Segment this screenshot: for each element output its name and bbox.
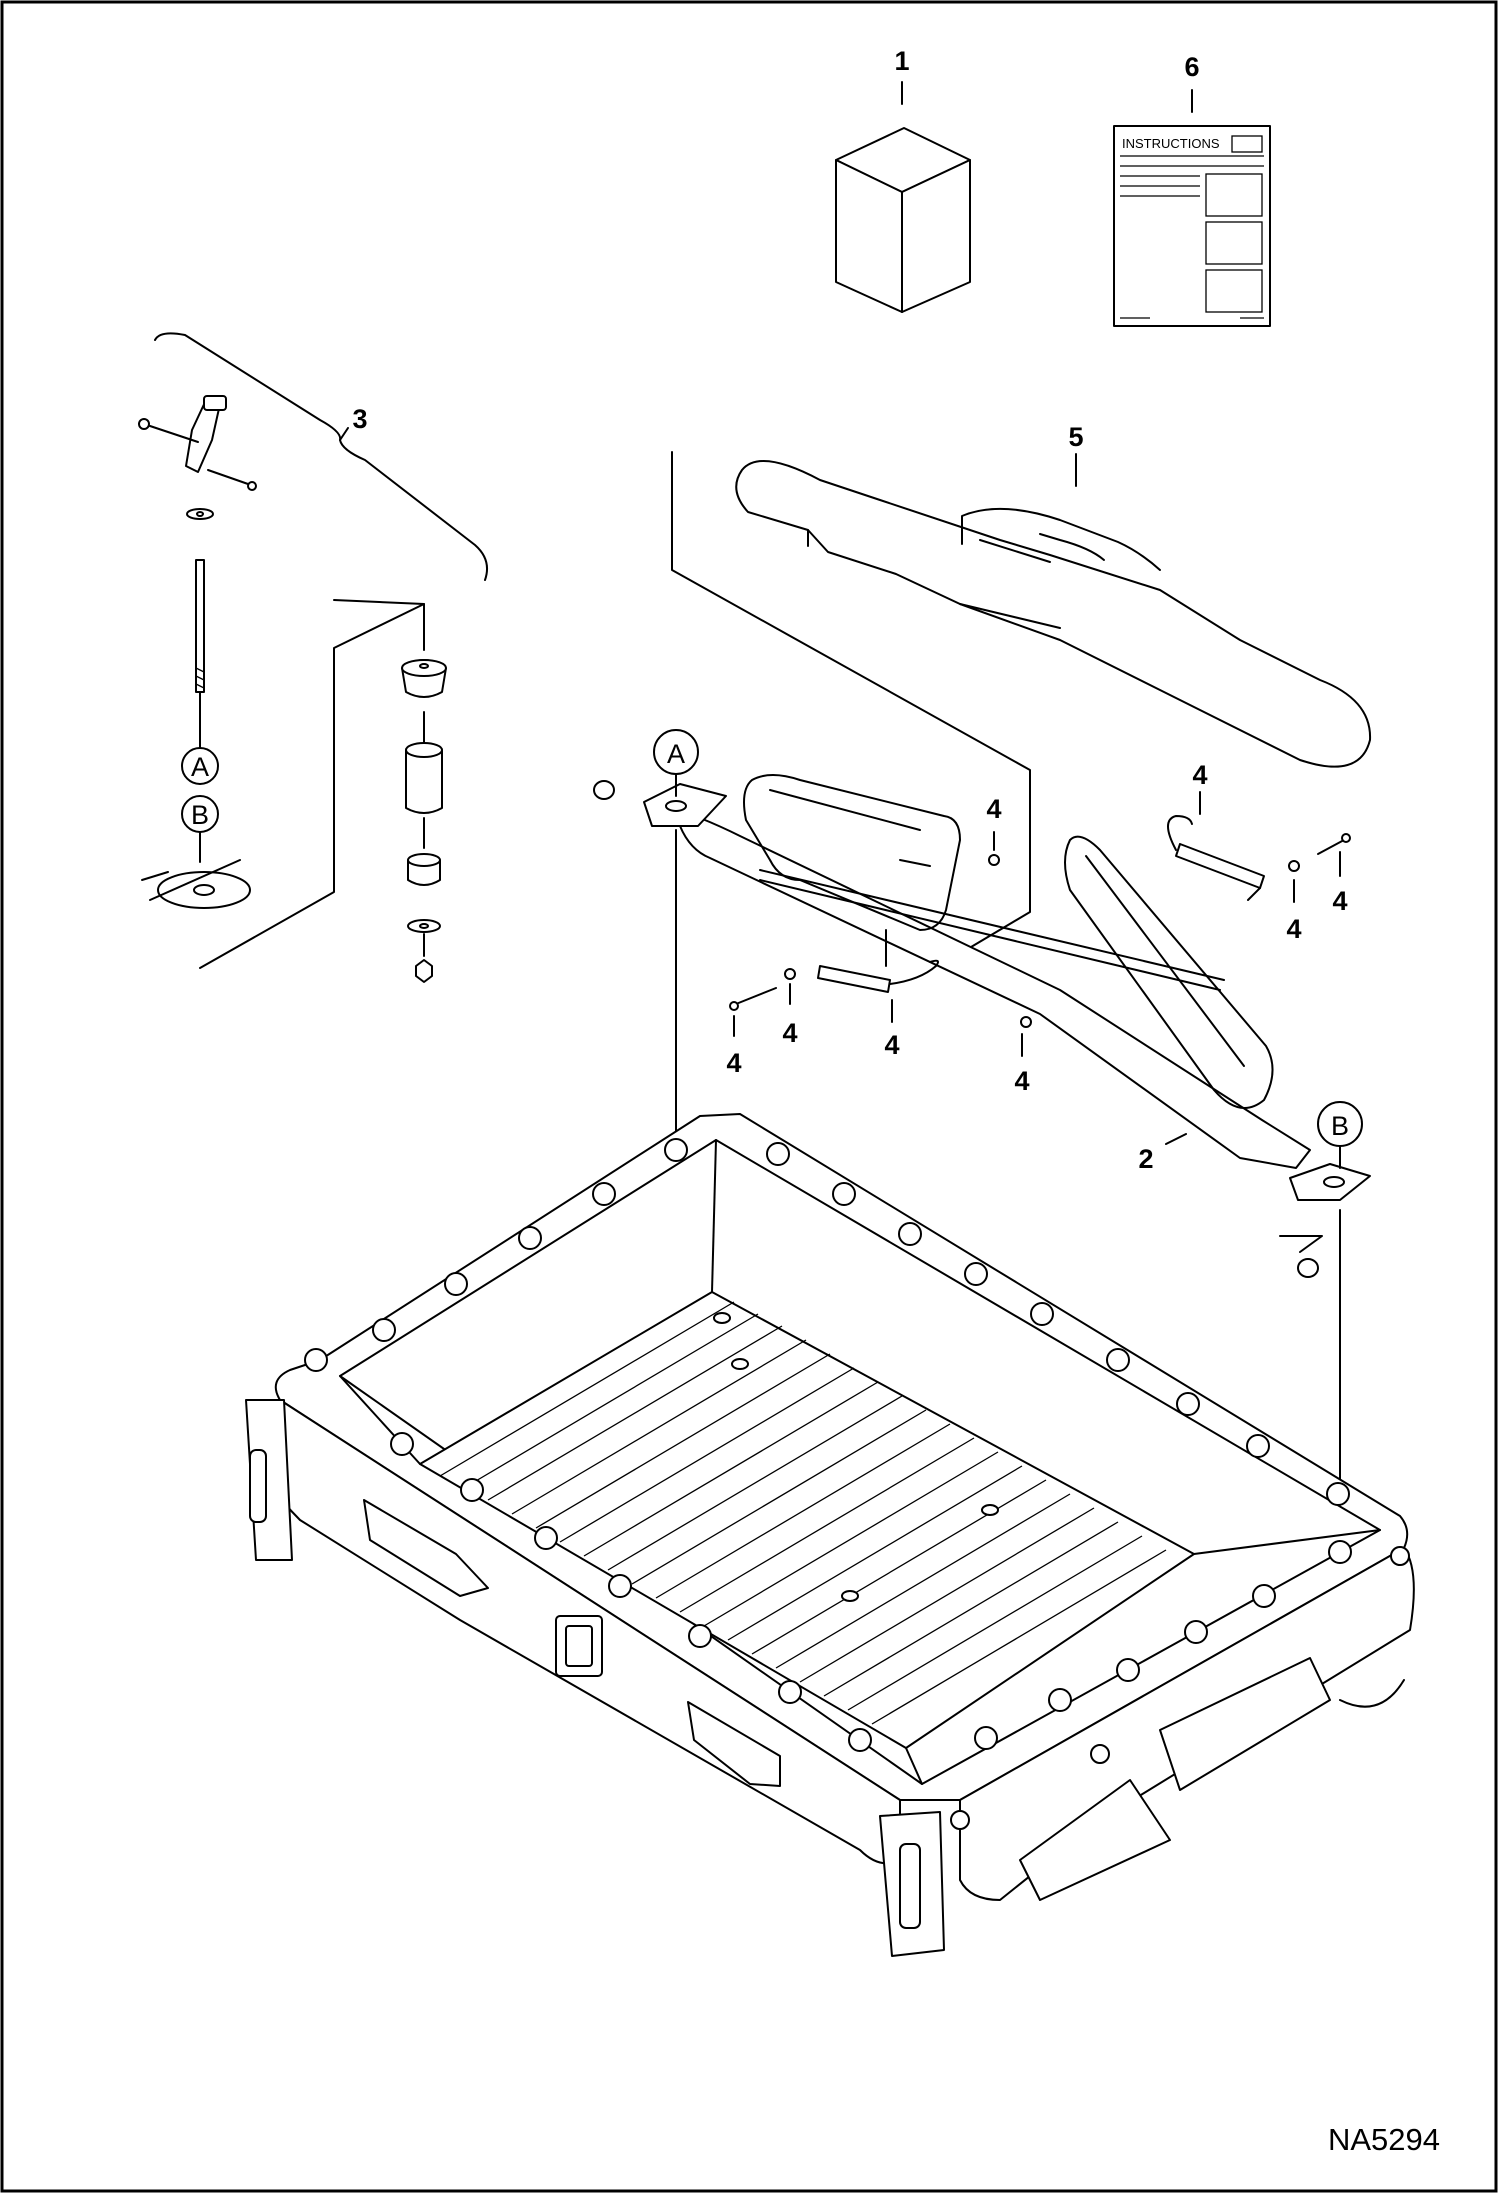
instructions-label: INSTRUCTIONS (1122, 136, 1220, 151)
cutaway-frame (199, 599, 425, 969)
callout-3: 3 (352, 404, 367, 434)
detail-a-left (181, 747, 219, 785)
callout-4b: 4 (1192, 760, 1207, 790)
callout-4g: 4 (884, 1030, 899, 1060)
drawing-id: NA5294 (1328, 2122, 1440, 2157)
callout-1: 1 (894, 46, 909, 76)
callout-6: 6 (1184, 52, 1199, 82)
detail-a-left-letter: A (191, 752, 209, 782)
callout-4c: 4 (1286, 914, 1301, 944)
bushing-stack-icon (401, 603, 447, 983)
cutaway-frame-5 (671, 451, 1031, 951)
callout-4h: 4 (1014, 1066, 1029, 1096)
detail-b-left-letter: B (191, 800, 209, 830)
instruction-sheet-icon: INSTRUCTIONS (1113, 125, 1271, 327)
nut-icon (593, 780, 1319, 1278)
bolt-icon (729, 833, 1351, 1011)
cargo-bed-icon (245, 1113, 1415, 1957)
callout-4d: 4 (1332, 886, 1347, 916)
callout-2: 2 (1138, 1144, 1153, 1174)
mount-washer-icon (141, 859, 251, 909)
detail-a-rack-letter: A (667, 739, 685, 769)
part-box-icon (835, 127, 971, 313)
detail-b-rack-letter: B (1331, 1111, 1349, 1141)
callout-4f: 4 (782, 1018, 797, 1048)
latch-icon (138, 395, 257, 520)
callout-5: 5 (1068, 422, 1083, 452)
callout-4e: 4 (726, 1048, 741, 1078)
callout-4a: 4 (986, 794, 1001, 824)
gun-rack-frame-icon (643, 774, 1371, 1201)
soft-case-icon (735, 460, 1372, 768)
long-bolt-icon (195, 559, 205, 749)
